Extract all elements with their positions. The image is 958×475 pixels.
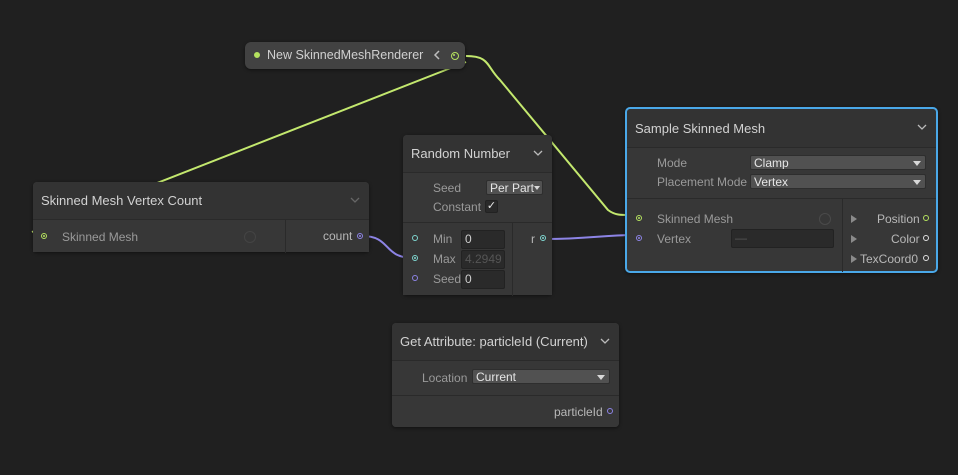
node-ports: Skinned Mesh Vertex — Position Color Tex… [627, 198, 936, 272]
property-output-port[interactable] [451, 52, 459, 60]
min-input-port[interactable] [412, 235, 418, 241]
position-output-port[interactable] [923, 215, 929, 221]
node-title: Get Attribute: particleId (Current) [400, 334, 588, 349]
seed-mode-dropdown[interactable]: Per Part [486, 180, 543, 195]
vertex-input-port[interactable] [636, 235, 642, 241]
color-output-port[interactable] [923, 235, 929, 241]
max-value-field[interactable]: 4.2949 [461, 250, 505, 269]
chevron-down-icon[interactable] [532, 147, 544, 159]
node-title: Random Number [411, 146, 510, 161]
node-settings: Seed Per Part Constant ✓ [403, 172, 552, 222]
skinned-mesh-input-label: Skinned Mesh [657, 212, 734, 226]
skinned-mesh-renderer-property-node[interactable]: New SkinnedMeshRenderer [245, 42, 465, 69]
max-label: Max [433, 252, 456, 266]
object-picker-icon[interactable] [819, 213, 831, 225]
seed-value-field[interactable]: 0 [461, 270, 505, 289]
texcoord-output-label: TexCoord0 [860, 252, 919, 266]
seed-input-port[interactable] [412, 275, 418, 281]
random-number-node[interactable]: Random Number Seed Per Part Constant ✓ M… [403, 135, 552, 296]
skinned-mesh-input-port[interactable] [636, 215, 642, 221]
count-output-label: count [323, 229, 353, 243]
node-title: Sample Skinned Mesh [635, 120, 766, 136]
node-header[interactable]: Get Attribute: particleId (Current) [392, 323, 619, 360]
port-divider [842, 199, 843, 272]
max-input-port[interactable] [412, 255, 418, 261]
mode-dropdown[interactable]: Clamp [750, 155, 926, 170]
node-header[interactable]: Random Number [403, 135, 552, 172]
r-output-port[interactable] [540, 235, 546, 241]
expand-texcoord-icon[interactable] [851, 255, 857, 263]
expand-color-icon[interactable] [851, 235, 857, 243]
location-label: Location [422, 371, 468, 385]
node-ports: particleId [392, 395, 619, 427]
min-label: Min [433, 232, 453, 246]
node-header[interactable]: Sample Skinned Mesh [627, 109, 936, 147]
property-node-title: New SkinnedMeshRenderer [267, 48, 424, 62]
vertex-value-field[interactable]: — [731, 229, 834, 248]
mode-label: Mode [657, 156, 688, 170]
skinned-mesh-vertex-count-node[interactable]: Skinned Mesh Vertex Count Skinned Mesh c… [33, 182, 369, 253]
r-output-label: r [531, 232, 535, 246]
sample-skinned-mesh-node[interactable]: Sample Skinned Mesh Mode Clamp Placement… [625, 107, 938, 273]
constant-label: Constant [433, 200, 482, 214]
position-output-label: Position [877, 212, 920, 226]
seed-mode-label: Seed [433, 181, 462, 195]
count-output-port[interactable] [357, 233, 363, 239]
property-input-port[interactable] [254, 52, 260, 58]
particleid-output-label: particleId [554, 405, 603, 419]
port-divider [285, 220, 286, 253]
location-dropdown[interactable]: Current [472, 369, 610, 384]
chevron-down-icon[interactable] [599, 335, 611, 347]
node-header[interactable]: Skinned Mesh Vertex Count [33, 182, 369, 219]
texcoord-output-port[interactable] [923, 255, 929, 261]
expand-position-icon[interactable] [851, 215, 857, 223]
chevron-down-icon[interactable] [349, 194, 361, 206]
object-picker-icon[interactable] [244, 231, 256, 243]
node-title: Skinned Mesh Vertex Count [41, 193, 203, 208]
port-divider [512, 223, 513, 296]
node-ports: Skinned Mesh count [33, 219, 369, 253]
collapse-left-icon[interactable] [433, 49, 441, 64]
constant-checkbox[interactable]: ✓ [485, 200, 498, 213]
node-ports: Min 0 Max 4.2949 Seed 0 r [403, 222, 552, 296]
min-value-field[interactable]: 0 [461, 230, 505, 249]
node-settings: Mode Clamp Placement Mode Vertex [627, 147, 936, 198]
placement-mode-dropdown[interactable]: Vertex [750, 174, 926, 189]
seed-input-label: Seed [433, 272, 462, 286]
skinned-mesh-input-port[interactable] [41, 233, 47, 239]
get-attribute-node[interactable]: Get Attribute: particleId (Current) Loca… [392, 323, 619, 427]
vertex-input-label: Vertex [657, 232, 692, 246]
particleid-output-port[interactable] [607, 408, 613, 414]
chevron-down-icon[interactable] [916, 121, 928, 133]
color-output-label: Color [891, 232, 920, 246]
placement-mode-label: Placement Mode [657, 175, 748, 189]
skinned-mesh-input-label: Skinned Mesh [62, 230, 139, 244]
node-settings: Location Current [392, 360, 619, 395]
